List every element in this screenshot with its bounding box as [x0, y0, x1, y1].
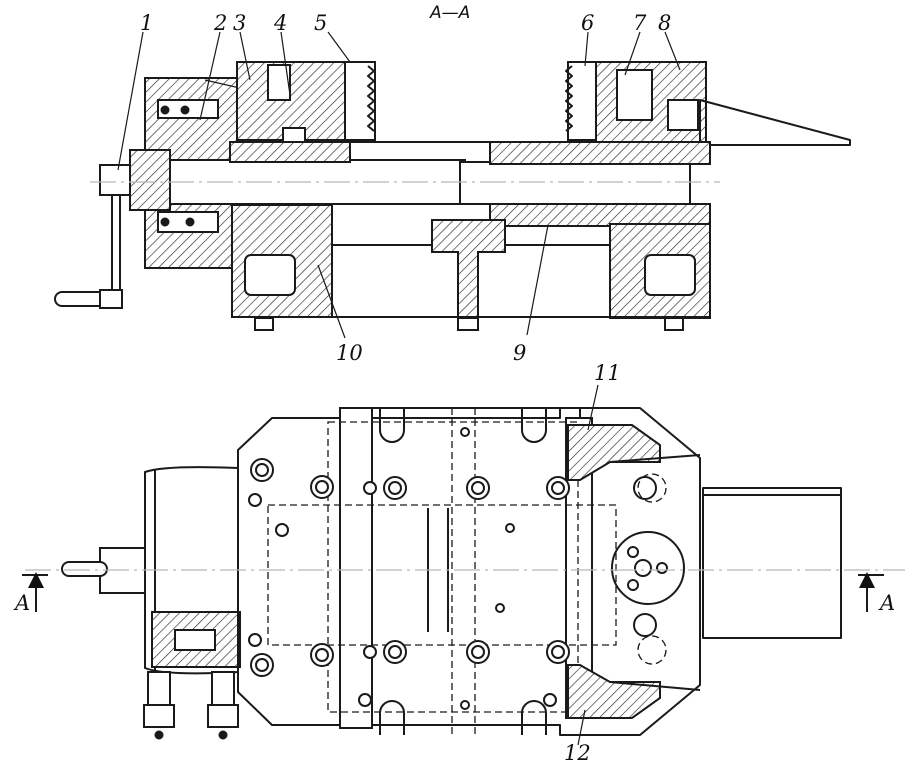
callout-6: 6	[581, 11, 594, 35]
callout-9: 9	[513, 341, 526, 365]
upper-jaw-right	[565, 61, 707, 143]
section-marker-right-label: A	[878, 591, 895, 615]
wedge-clamp-lower	[567, 664, 701, 719]
base-body	[231, 204, 711, 331]
leader-lines-plan	[577, 384, 599, 746]
workpiece	[702, 487, 842, 639]
hydraulic-fittings	[143, 611, 241, 740]
locating-pin-assembly	[611, 473, 685, 665]
callout-2: 2	[213, 11, 227, 35]
section-marker-left-label: A	[13, 591, 30, 615]
bolt-row-top	[248, 427, 570, 537]
plan-view: A A 11 12	[13, 361, 905, 765]
callout-11: 11	[594, 361, 621, 385]
callout-1: 1	[140, 11, 153, 35]
section-marker-left: A	[13, 572, 48, 615]
section-marker-right: A	[858, 572, 895, 615]
leader-lines-section	[117, 31, 681, 339]
lever-handle[interactable]	[54, 289, 123, 309]
section-title: A—A	[429, 3, 470, 23]
callout-3: 3	[233, 11, 246, 35]
callout-12: 12	[564, 741, 591, 765]
upper-jaw-left	[236, 61, 376, 145]
callout-8: 8	[658, 11, 671, 35]
carriage-rail	[229, 141, 711, 227]
handwheel-hub	[99, 164, 131, 300]
callout-7: 7	[633, 11, 647, 35]
section-view-a-a: A—A	[54, 3, 851, 365]
bolt-row-bottom	[248, 603, 570, 710]
callout-10: 10	[336, 341, 363, 365]
clamp-arm	[699, 99, 851, 146]
wedge-clamp-upper	[567, 424, 701, 481]
mounting-slots	[379, 408, 547, 735]
callout-5: 5	[314, 11, 327, 35]
callout-4: 4	[273, 11, 287, 35]
